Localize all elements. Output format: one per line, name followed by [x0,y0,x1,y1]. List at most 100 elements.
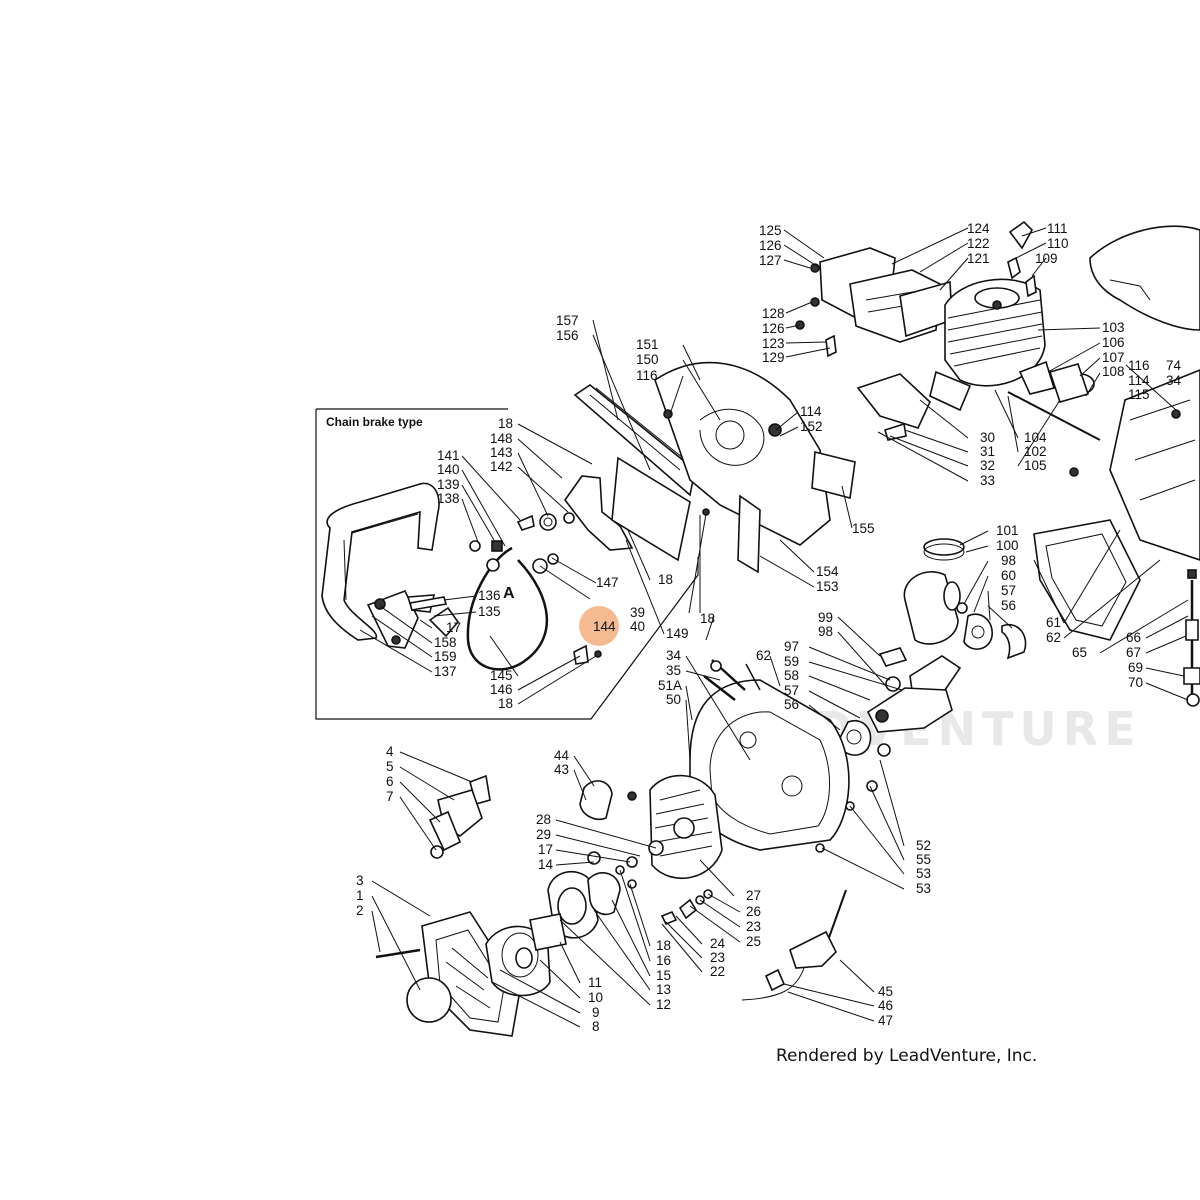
callout-17[interactable]: 17 [538,842,553,857]
callout-34[interactable]: 34 [666,648,682,663]
callout-22[interactable]: 22 [710,964,725,979]
callout-62[interactable]: 62 [756,648,771,663]
callout-3[interactable]: 3 [356,873,364,888]
callout-18[interactable]: 18 [498,416,513,431]
callout-74[interactable]: 74 [1166,358,1182,373]
callout-24[interactable]: 24 [710,936,726,951]
callout-14[interactable]: 14 [538,857,554,872]
callout-9[interactable]: 9 [592,1005,600,1020]
callout-103[interactable]: 103 [1102,320,1125,335]
callout-126[interactable]: 126 [759,238,782,253]
callout-159[interactable]: 159 [434,649,457,664]
callout-40[interactable]: 40 [630,619,645,634]
callout-150[interactable]: 150 [636,352,659,367]
callout-144[interactable]: 144 [593,619,616,634]
callout-136[interactable]: 136 [478,588,501,603]
callout-35[interactable]: 35 [666,663,681,678]
callout-104[interactable]: 104 [1024,430,1047,445]
callout-67[interactable]: 67 [1126,645,1141,660]
callout-65[interactable]: 65 [1072,645,1087,660]
callout-34[interactable]: 34 [1166,373,1182,388]
callout-57[interactable]: 57 [1001,583,1016,598]
callout-47[interactable]: 47 [878,1013,893,1028]
callout-29[interactable]: 29 [536,827,551,842]
callout-43[interactable]: 43 [554,762,569,777]
callout-26[interactable]: 26 [746,904,761,919]
callout-2[interactable]: 2 [356,903,364,918]
callout-50[interactable]: 50 [666,692,681,707]
callout-69[interactable]: 69 [1128,660,1143,675]
callout-25[interactable]: 25 [746,934,761,949]
callout-122[interactable]: 122 [967,236,990,251]
callout-151[interactable]: 151 [636,337,659,352]
callout-23[interactable]: 23 [746,919,761,934]
callout-16[interactable]: 16 [656,953,671,968]
callout-107[interactable]: 107 [1102,350,1125,365]
callout-145[interactable]: 145 [490,668,513,683]
callout-39[interactable]: 39 [630,605,645,620]
callout-123[interactable]: 123 [762,336,785,351]
callout-106[interactable]: 106 [1102,335,1125,350]
callout-70[interactable]: 70 [1128,675,1143,690]
callout-15[interactable]: 15 [656,968,671,983]
callout-114[interactable]: 114 [1128,373,1150,388]
callout-153[interactable]: 153 [816,579,839,594]
callout-102[interactable]: 102 [1024,444,1047,459]
callout-105[interactable]: 105 [1024,458,1047,473]
callout-99[interactable]: 99 [818,610,833,625]
callout-142[interactable]: 142 [490,459,513,474]
callout-18[interactable]: 18 [656,938,671,953]
callout-31[interactable]: 31 [980,444,995,459]
callout-147[interactable]: 147 [596,575,619,590]
callout-18[interactable]: 18 [658,572,673,587]
callout-62[interactable]: 62 [1046,630,1061,645]
callout-126[interactable]: 126 [762,321,785,336]
callout-33[interactable]: 33 [980,473,995,488]
callout-12[interactable]: 12 [656,997,671,1012]
callout-52[interactable]: 52 [916,838,931,853]
callout-125[interactable]: 125 [759,223,782,238]
callout-111[interactable]: 111 [1047,221,1068,236]
callout-152[interactable]: 152 [800,419,823,434]
callout-155[interactable]: 155 [852,521,875,536]
callout-121[interactable]: 121 [967,251,990,266]
callout-17[interactable]: 17 [446,620,461,635]
callout-66[interactable]: 66 [1126,630,1141,645]
callout-98[interactable]: 98 [1001,553,1016,568]
callout-158[interactable]: 158 [434,635,457,650]
callout-30[interactable]: 30 [980,430,995,445]
callout-11[interactable]: 11 [588,975,602,990]
callout-108[interactable]: 108 [1102,364,1125,379]
callout-100[interactable]: 100 [996,538,1019,553]
callout-4[interactable]: 4 [386,744,394,759]
callout-110[interactable]: 110 [1047,236,1069,251]
callout-115[interactable]: 115 [1128,387,1150,402]
callout-8[interactable]: 8 [592,1019,600,1034]
callout-18[interactable]: 18 [700,611,715,626]
callout-116[interactable]: 116 [1128,358,1150,373]
callout-146[interactable]: 146 [490,682,513,697]
callout-18[interactable]: 18 [498,696,513,711]
callout-129[interactable]: 129 [762,350,785,365]
callout-57[interactable]: 57 [784,683,799,698]
highlight-marker[interactable] [579,606,619,646]
callout-138[interactable]: 138 [437,491,460,506]
callout-10[interactable]: 10 [588,990,603,1005]
callout-128[interactable]: 128 [762,306,785,321]
callout-7[interactable]: 7 [386,789,394,804]
callout-53[interactable]: 53 [916,866,931,881]
callout-127[interactable]: 127 [759,253,782,268]
callout-154[interactable]: 154 [816,564,839,579]
callout-137[interactable]: 137 [434,664,457,679]
callout-60[interactable]: 60 [1001,568,1016,583]
callout-143[interactable]: 143 [490,445,513,460]
callout-23[interactable]: 23 [710,950,725,965]
callout-58[interactable]: 58 [784,668,799,683]
callout-156[interactable]: 156 [556,328,579,343]
callout-114[interactable]: 114 [800,404,822,419]
callout-28[interactable]: 28 [536,812,551,827]
callout-27[interactable]: 27 [746,888,761,903]
callout-149[interactable]: 149 [666,626,689,641]
callout-141[interactable]: 141 [437,448,460,463]
callout-6[interactable]: 6 [386,774,394,789]
